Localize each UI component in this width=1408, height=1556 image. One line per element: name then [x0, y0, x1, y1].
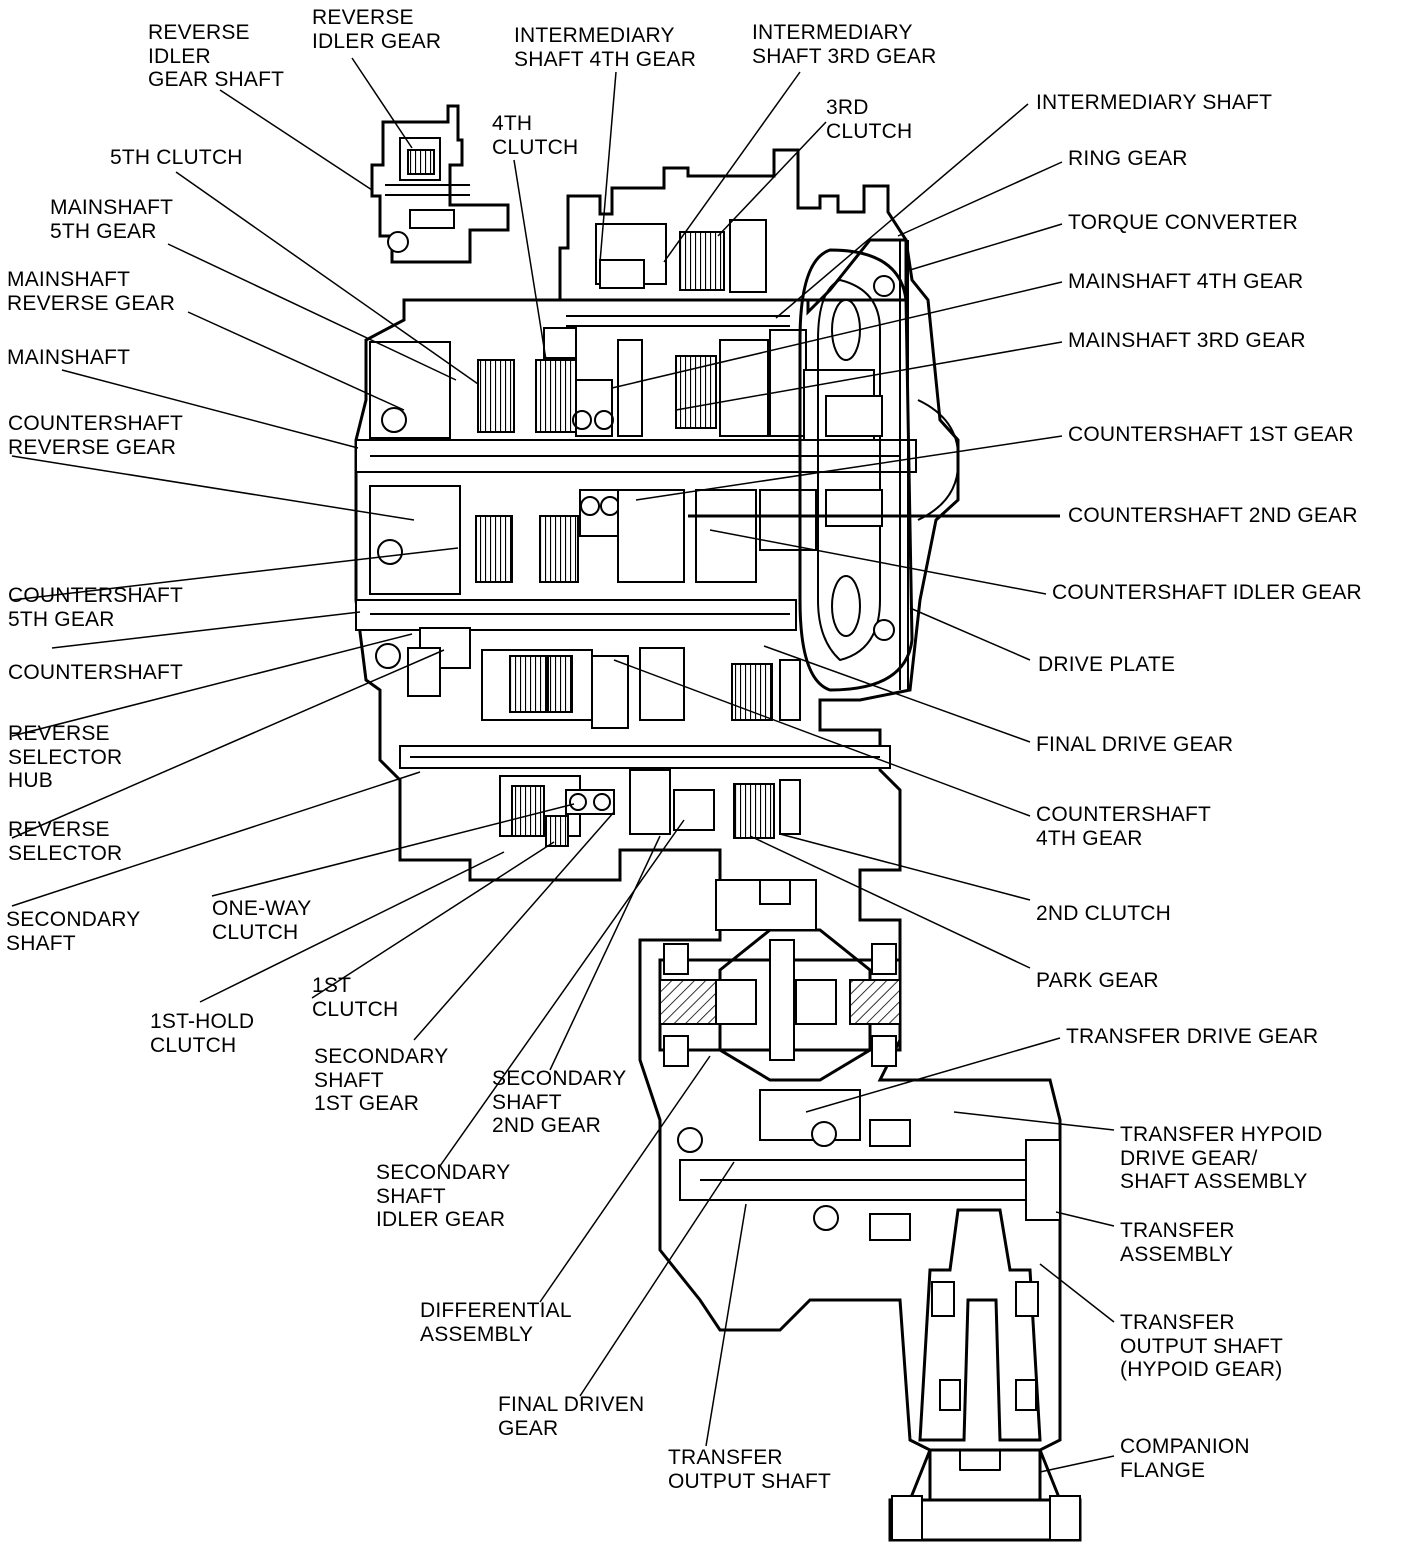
label-5th-clutch: 5TH CLUTCH — [110, 146, 243, 169]
reverse-idler-housing — [370, 104, 510, 264]
leader-reverse-selector-hub — [11, 633, 413, 737]
label-transfer-output-shaft: TRANSFER OUTPUT SHAFT — [668, 1446, 832, 1493]
leader-transfer-assembly — [1055, 1211, 1115, 1227]
label-countershaft-idler-gear: COUNTERSHAFT IDLER GEAR — [1052, 581, 1362, 604]
leader-drive-plate — [909, 607, 1031, 661]
leader-countershaft-5th-gear — [11, 547, 459, 601]
leader-countershaft-1st-gear — [635, 435, 1063, 501]
label-mainshaft-5th-gear: MAINSHAFT 5TH GEAR — [50, 196, 174, 243]
label-mainshaft-reverse-gear: MAINSHAFT REVERSE GEAR — [7, 268, 176, 315]
label-intermediary-shaft-3rd-gear: INTERMEDIARY SHAFT 3RD GEAR — [752, 21, 937, 68]
label-mainshaft-4th-gear: MAINSHAFT 4TH GEAR — [1068, 270, 1304, 293]
leader-secondary-shaft-2nd-gear — [549, 835, 661, 1071]
leader-2nd-clutch — [779, 833, 1031, 901]
label-transfer-assembly: TRANSFER ASSEMBLY — [1120, 1219, 1235, 1266]
leader-final-driven-gear — [579, 1161, 735, 1397]
differential-drawing — [658, 879, 902, 1082]
leader-final-drive-gear — [763, 645, 1031, 743]
label-final-driven-gear: FINAL DRIVEN GEAR — [498, 1393, 645, 1440]
leader-ring-gear — [897, 161, 1063, 237]
leader-differential-assembly — [539, 1055, 711, 1303]
leader-transfer-hypoid-drive-gear-shaft-assembly — [953, 1111, 1115, 1131]
label-secondary-shaft-idler-gear: SECONDARY SHAFT IDLER GEAR — [376, 1161, 511, 1231]
label-2nd-clutch: 2ND CLUTCH — [1036, 902, 1172, 925]
label-countershaft-2nd-gear: COUNTERSHAFT 2ND GEAR — [1068, 504, 1358, 527]
leader-transfer-drive-gear — [805, 1037, 1061, 1113]
label-transfer-hypoid-drive-gear-shaft-assembly: TRANSFER HYPOID DRIVE GEAR/ SHAFT ASSEMB… — [1120, 1123, 1323, 1193]
leader-secondary-shaft-1st-gear — [413, 811, 615, 1041]
label-differential-assembly: DIFFERENTIAL ASSEMBLY — [420, 1299, 572, 1346]
leader-intermediary-shaft-3rd-gear — [663, 71, 801, 263]
label-torque-converter: TORQUE CONVERTER — [1068, 211, 1298, 234]
leader-mainshaft — [61, 369, 359, 449]
label-secondary-shaft-2nd-gear: SECONDARY SHAFT 2ND GEAR — [492, 1067, 627, 1137]
leader-countershaft — [51, 611, 361, 649]
label-countershaft-1st-gear: COUNTERSHAFT 1ST GEAR — [1068, 423, 1354, 446]
label-countershaft-reverse-gear: COUNTERSHAFT REVERSE GEAR — [8, 412, 184, 459]
leader-secondary-shaft-idler-gear — [439, 819, 685, 1167]
leader-mainshaft-4th-gear — [611, 281, 1063, 389]
leader-one-way-clutch — [211, 803, 575, 897]
label-reverse-selector-hub: REVERSE SELECTOR HUB — [8, 722, 123, 792]
leader-5th-clutch — [175, 171, 479, 385]
label-final-drive-gear: FINAL DRIVE GEAR — [1036, 733, 1234, 756]
label-reverse-idler-gear: REVERSE IDLER GEAR — [312, 6, 442, 53]
leader-reverse-selector — [11, 649, 445, 839]
leader-countershaft-4th-gear — [613, 659, 1031, 817]
leader-reverse-idler-gear-shaft — [219, 89, 373, 191]
label-secondary-shaft-1st-gear: SECONDARY SHAFT 1ST GEAR — [314, 1045, 449, 1115]
leader-transfer-output-shaft-hypoid-gear — [1039, 1263, 1115, 1323]
label-reverse-idler-gear-shaft: REVERSE IDLER GEAR SHAFT — [148, 21, 285, 91]
label-secondary-shaft: SECONDARY SHAFT — [6, 908, 141, 955]
leader-4th-clutch — [513, 159, 547, 361]
leader-3rd-clutch — [717, 121, 827, 237]
transfer-drawing — [677, 1089, 1081, 1541]
label-reverse-selector: REVERSE SELECTOR — [8, 818, 123, 865]
secondary-shaft-assembly — [399, 647, 891, 847]
transmission-drawing — [354, 104, 1082, 1542]
leader-mainshaft-reverse-gear — [187, 311, 405, 411]
leader-1st-clutch — [311, 841, 555, 999]
leader-lines — [11, 57, 1115, 1473]
label-transfer-drive-gear: TRANSFER DRIVE GEAR — [1066, 1025, 1319, 1048]
intermediary-housing — [558, 148, 908, 327]
label-transfer-output-shaft-hypoid-gear: TRANSFER OUTPUT SHAFT (HYPOID GEAR) — [1120, 1311, 1284, 1381]
label-intermediary-shaft-4th-gear: INTERMEDIARY SHAFT 4TH GEAR — [514, 24, 697, 71]
label-1st-hold-clutch: 1ST-HOLD CLUTCH — [150, 1010, 255, 1057]
label-countershaft-5th-gear: COUNTERSHAFT 5TH GEAR — [8, 584, 184, 631]
countershaft-assembly — [355, 485, 817, 697]
leader-transfer-output-shaft — [705, 1203, 747, 1447]
leader-mainshaft-3rd-gear — [675, 341, 1063, 411]
leader-intermediary-shaft-4th-gear — [599, 71, 617, 263]
leader-reverse-idler-gear — [351, 57, 413, 149]
leader-park-gear — [749, 835, 1031, 969]
label-drive-plate: DRIVE PLATE — [1038, 653, 1176, 676]
label-countershaft: COUNTERSHAFT — [8, 661, 184, 684]
label-park-gear: PARK GEAR — [1036, 969, 1159, 992]
label-ring-gear: RING GEAR — [1068, 147, 1188, 170]
label-3rd-clutch: 3RD CLUTCH — [826, 96, 913, 143]
leader-intermediary-shaft — [775, 103, 1029, 319]
leader-1st-hold-clutch — [199, 851, 505, 1003]
label-4th-clutch: 4TH CLUTCH — [492, 112, 579, 159]
leader-secondary-shaft — [11, 771, 421, 907]
label-1st-clutch: 1ST CLUTCH — [312, 974, 399, 1021]
label-mainshaft: MAINSHAFT — [7, 346, 131, 369]
label-one-way-clutch: ONE-WAY CLUTCH — [212, 897, 312, 944]
label-companion-flange: COMPANION FLANGE — [1120, 1435, 1250, 1482]
label-mainshaft-3rd-gear: MAINSHAFT 3RD GEAR — [1068, 329, 1306, 352]
torque-converter-drawing — [798, 240, 960, 692]
label-countershaft-4th-gear: COUNTERSHAFT 4TH GEAR — [1036, 803, 1212, 850]
leader-countershaft-reverse-gear — [11, 455, 415, 521]
leader-countershaft-idler-gear — [709, 529, 1047, 595]
leader-mainshaft-5th-gear — [167, 243, 457, 381]
leader-companion-flange — [1039, 1455, 1115, 1473]
leader-torque-converter — [909, 223, 1063, 271]
label-intermediary-shaft: INTERMEDIARY SHAFT — [1036, 91, 1273, 114]
